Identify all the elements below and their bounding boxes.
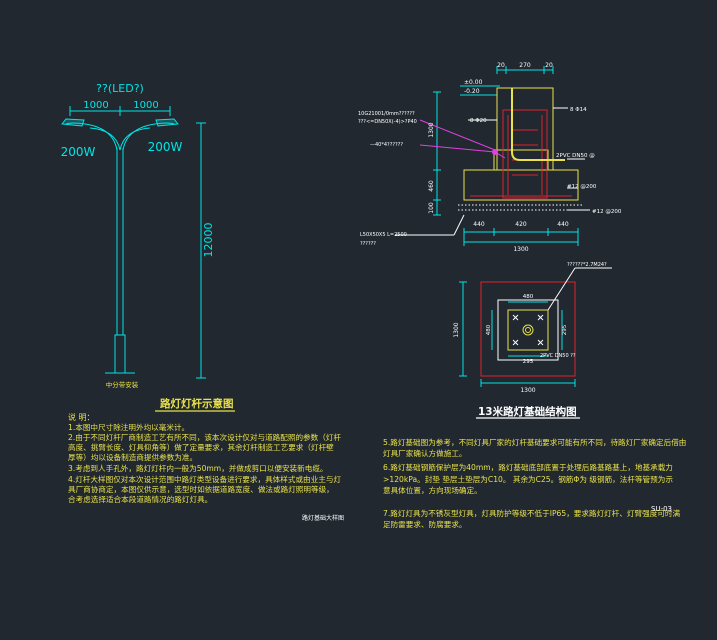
foundation-section-drawing bbox=[395, 66, 590, 246]
note-line: 3.考虑到人手孔外，路灯灯杆内一般为50mm，并做成剪口以便安装新电缆。 bbox=[68, 464, 328, 473]
top-dim-left: 20 bbox=[497, 62, 505, 69]
drawing-stamp: 路灯基础大样图 bbox=[302, 515, 345, 522]
lamp-pole-drawing bbox=[61, 106, 206, 379]
left-dim-3: 100 bbox=[428, 202, 435, 214]
plan-pipe-label: 2PVC DN50 ?? bbox=[540, 353, 576, 359]
note-line: 1.本图中尺寸除注明外均以毫米计。 bbox=[68, 423, 190, 432]
left-dim-1: 1300 bbox=[428, 122, 435, 137]
pole-base-label: 中分带安装 bbox=[106, 380, 139, 389]
note-line: 合考虑选择适合本段道路情况的路灯灯具。 bbox=[68, 495, 213, 504]
note-line: 意具体位置，方向现场确定。 bbox=[383, 486, 482, 495]
bottom-dim-2: 420 bbox=[515, 221, 527, 228]
rebar-label-3: #12 @200 bbox=[567, 184, 597, 190]
note-line: 6.路灯基础钢筋保护层为40mm，路灯基础底部底置于处理后路基路基上，地基承载力 bbox=[383, 463, 673, 472]
note-line: 厚等）均以设备制造商提供参数为准。 bbox=[68, 453, 198, 462]
left-dim-2: 460 bbox=[428, 180, 435, 192]
leader-label-1: 10G21001/0mm?????? bbox=[358, 111, 415, 117]
bottom-total-dim: 1300 bbox=[513, 246, 528, 253]
plan-dim-right: 295 bbox=[562, 324, 568, 335]
note-line: 2.由于不同灯杆厂商制造工艺有所不同，该本次设计仅对与道路配照的参数（灯杆 bbox=[68, 433, 342, 442]
note-line: 5.路灯基础图为参考，不同灯具厂家的灯杆基础要求可能有所不同，待路灯厂家确定后借… bbox=[383, 438, 687, 447]
sheet-number: SU-03 bbox=[651, 505, 672, 513]
bottom-dim-3: 440 bbox=[557, 221, 569, 228]
power-left-label: 200W bbox=[61, 145, 96, 159]
lamp-diagram-title: 路灯灯杆示意图 bbox=[160, 398, 234, 410]
plan-side-dim: 1300 bbox=[453, 322, 460, 337]
pole-height-dim: 12000 bbox=[202, 223, 215, 258]
leader-label-3: —40*4?????? bbox=[370, 142, 403, 148]
plan-dim-left: 480 bbox=[486, 324, 492, 335]
power-right-label: 200W bbox=[148, 140, 183, 154]
bottom-dim-1: 440 bbox=[473, 221, 485, 228]
note-line: 灯具厂家确认方做施工。 bbox=[383, 449, 467, 458]
rebar-label-2: 8 Φ14 bbox=[570, 107, 587, 113]
arm-right-dim: 1000 bbox=[133, 100, 158, 111]
lamp-type-label: ??(LED?) bbox=[96, 82, 144, 95]
note-line: 高度、挑臂长度、灯具仰角等）做了定量要求，其余灯杆制造工艺要求（灯杆壁 bbox=[68, 443, 334, 452]
note-line: 足防雷要求、防腐要求。 bbox=[383, 520, 467, 529]
level2-label: -0.20 bbox=[464, 88, 480, 95]
leader-label-4: L50X50X5 L=2500 bbox=[360, 232, 407, 238]
leader-label-5: ?????? bbox=[360, 241, 376, 247]
top-dim-mid: 270 bbox=[519, 62, 531, 69]
level-label: ±0.00 bbox=[464, 79, 483, 86]
plan-total-dim: 1300 bbox=[520, 387, 535, 394]
plan-dim-bottom: 295 bbox=[523, 359, 534, 365]
rebar-label-4: #12 @200 bbox=[592, 209, 622, 215]
note-line: 7.路灯灯具为不锈灰型灯具，灯具防护等级不低于IP65，要求路灯灯杆、灯臂强度可… bbox=[383, 509, 681, 518]
note-line: 具厂商协商定，本图仅供示意，选型时如依据道路宽度、做法或路灯照明等级， bbox=[68, 485, 334, 494]
arm-left-dim: 1000 bbox=[83, 100, 108, 111]
leader-label-2: ???<=DN50X(-4)>?P40 bbox=[358, 119, 417, 125]
foundation-plan-drawing bbox=[459, 267, 612, 387]
top-dim-right: 20 bbox=[545, 62, 553, 69]
plan-top-label: ??????*2.7M24? bbox=[567, 262, 607, 268]
notes-heading: 说 明： bbox=[68, 413, 95, 422]
rebar-label-1: 8 Φ20 bbox=[470, 118, 487, 124]
pipe-label: 2PVC DN50 @ bbox=[556, 153, 595, 159]
note-line: >120kPa。封垫 垫层土垫层为C10。 其余为C25。钢筋Φ为 级钢筋，法杆… bbox=[383, 475, 673, 484]
plan-dim-top: 480 bbox=[523, 294, 534, 300]
note-line: 4.灯杆大样图仅对本次设计范围中路灯类型设备进行要求，具体样式或由业主与灯 bbox=[68, 475, 342, 484]
foundation-diagram-title: 13米路灯基础结构图 bbox=[478, 406, 577, 418]
